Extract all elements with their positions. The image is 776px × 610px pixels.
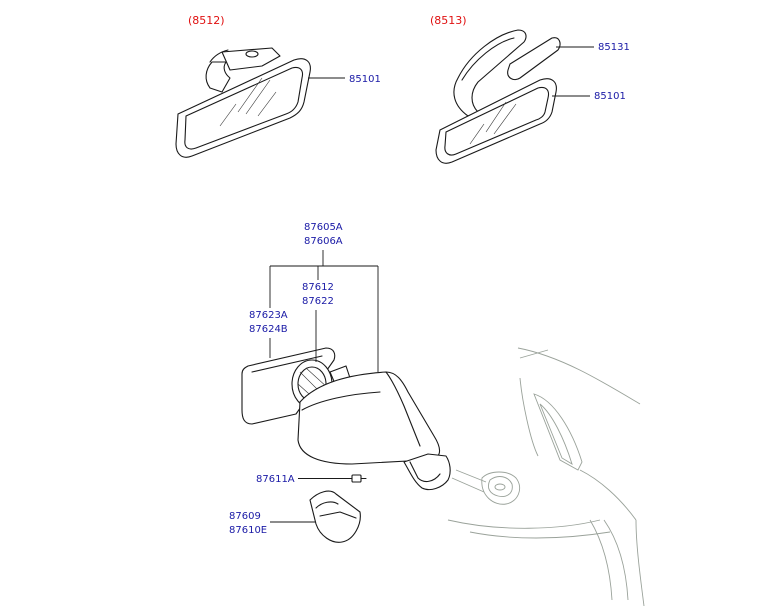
part-label-87606A: 87606A	[304, 236, 343, 247]
part-label-87610E: 87610E	[229, 525, 267, 536]
part-label-87612: 87612	[302, 282, 334, 293]
part-label-87622: 87622	[302, 296, 334, 307]
door-panel-outline	[447, 347, 645, 607]
interior-mirror-8512	[175, 47, 311, 158]
part-label-87609: 87609	[229, 511, 261, 522]
group-label-8512: (8512)	[188, 14, 225, 27]
part-label-85101-left: 85101	[349, 74, 381, 85]
part-label-87611A: 87611A	[256, 474, 295, 485]
outside-mirror-assembly	[241, 347, 451, 543]
part-label-87605A: 87605A	[304, 222, 343, 233]
part-label-87623A: 87623A	[249, 310, 288, 321]
part-label-85101-right: 85101	[594, 91, 626, 102]
interior-mirror-8513	[435, 29, 561, 164]
group-label-8513: (8513)	[430, 14, 467, 27]
part-label-85131: 85131	[598, 42, 630, 53]
part-label-87624B: 87624B	[249, 324, 288, 335]
